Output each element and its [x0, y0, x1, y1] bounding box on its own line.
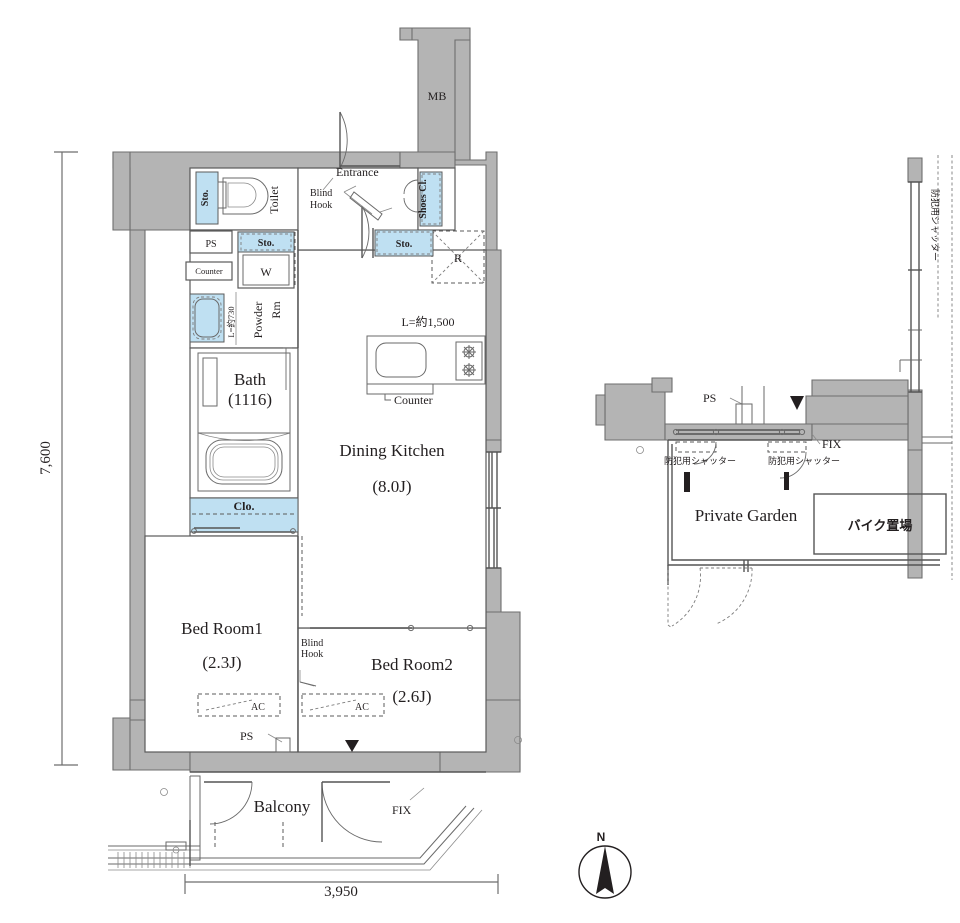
counter-left-label: Counter	[195, 266, 223, 276]
refrigerator-space	[431, 230, 485, 284]
right-wall-windows	[486, 451, 522, 744]
bed-room-2-group: Bed Room2 (2.6J) AC Blind Hook	[299, 624, 474, 752]
bed-room-2-area-label: (2.6J)	[392, 687, 431, 706]
kitchen-length-label: L=約1,500	[401, 314, 454, 329]
horizontal-dimension-label: 3,950	[324, 884, 358, 900]
balcony-label: Balcony	[254, 797, 311, 816]
bed-room-1-area-label: (2.3J)	[202, 653, 241, 672]
bike-parking-label: バイク置場	[848, 518, 913, 534]
dining-kitchen-group: Dining Kitchen (8.0J) R Sto. L=約1,500 Co…	[339, 228, 486, 496]
sto-entry-tint	[374, 229, 434, 257]
bath-fixtures: Bath (1116)	[197, 347, 292, 492]
level-marker-bed2	[345, 740, 359, 752]
ps-upper-label: PS	[205, 239, 216, 250]
blind-hook-entry-label-1: Blind	[310, 188, 332, 199]
ac-bed1-label: AC	[251, 702, 265, 713]
kitchen-counter-label: Counter	[394, 393, 433, 407]
security-shutter-label-2: 防犯用シャッター	[768, 455, 840, 467]
garden-post-2	[784, 472, 789, 490]
kitchen-stove	[455, 341, 483, 381]
ps-garden-label: PS	[703, 391, 716, 405]
ac-bed1	[197, 693, 281, 717]
sto-washer-tint	[237, 231, 295, 253]
vertical-dimension-label: 7,600	[38, 441, 54, 475]
sto-washer-label: Sto.	[258, 238, 275, 249]
private-garden-label: Private Garden	[695, 506, 798, 525]
room-outlines	[144, 167, 487, 753]
ps-lower-label: PS	[240, 729, 253, 743]
sto-toilet-label: Sto.	[200, 189, 211, 206]
bath-room	[189, 347, 299, 499]
blind-hook-bed-label-2: Hook	[301, 649, 323, 660]
ac-bed2	[301, 693, 385, 717]
security-shutter-label-1: 防犯用シャッター	[664, 455, 736, 467]
toilet-fixtures: Sto. Toilet	[195, 171, 281, 225]
kitchen-sink	[375, 342, 427, 378]
bath-size-label: (1116)	[228, 390, 272, 409]
powder-width-label: L=約730	[226, 306, 236, 337]
bath-label: Bath	[234, 370, 267, 389]
fix-balcony-label: FIX	[392, 803, 412, 817]
blind-hook-entry-label-2: Hook	[310, 200, 332, 211]
blind-hook-bed-label-1: Blind	[301, 638, 323, 649]
ps-upper-box	[189, 230, 233, 254]
compass-needle	[596, 846, 614, 894]
shoes-cl-label-a: Shoes Cl.	[418, 179, 429, 219]
stove-burners	[462, 345, 476, 377]
security-shutter-vertical-label: 防犯用シャッター	[929, 189, 941, 261]
powder-room-label-1: Powder	[251, 302, 265, 339]
dining-kitchen-outline	[297, 249, 487, 629]
closet: Clo.	[189, 497, 299, 534]
sto-entry-label: Sto.	[396, 239, 413, 250]
balcony-group: Balcony FIX	[108, 771, 486, 871]
level-marker-garden	[790, 396, 804, 410]
ps-lower-group: PS	[240, 729, 291, 753]
compass: N	[578, 830, 632, 899]
private-garden-panel: 防犯用シャッター FIX 防犯用シャッター	[595, 155, 953, 629]
compass-north-label: N	[597, 830, 606, 844]
bike-parking-box	[813, 493, 947, 555]
entrance-label: Entrance	[336, 165, 379, 179]
ac-bed2-label: AC	[355, 702, 369, 713]
bed-room-1-group: Bed Room1 (2.3J) AC	[181, 619, 281, 717]
dining-kitchen-label: Dining Kitchen	[339, 441, 445, 460]
fix-garden-label: FIX	[822, 437, 842, 451]
vanity-tint	[189, 293, 225, 343]
bed-room-1-label: Bed Room1	[181, 619, 263, 638]
bed-room-2-label: Bed Room2	[371, 655, 453, 674]
bed-room-1-outline	[144, 535, 299, 753]
washer-label: W	[260, 265, 272, 279]
closet-label: Clo.	[234, 499, 255, 513]
counter-left-box	[185, 261, 233, 281]
horizontal-dimension: 3,950	[184, 874, 499, 900]
vertical-dimension: 7,600	[38, 151, 78, 766]
dining-kitchen-area-label: (8.0J)	[372, 477, 411, 496]
entrance-group: Entrance Blind Hook Shoes Cl.	[310, 111, 443, 259]
toilet-label: Toilet	[267, 185, 281, 213]
shoes-closet-tint	[419, 171, 443, 227]
balcony-hatch	[117, 852, 191, 868]
powder-room-label-2: Rm	[269, 301, 283, 319]
garden-post-1	[684, 472, 690, 492]
refrigerator-label: R	[454, 251, 462, 265]
mb-label: MB	[428, 89, 447, 103]
powder-fixtures: PS Counter Sto. W L=約730 Powder Rm	[185, 230, 299, 348]
